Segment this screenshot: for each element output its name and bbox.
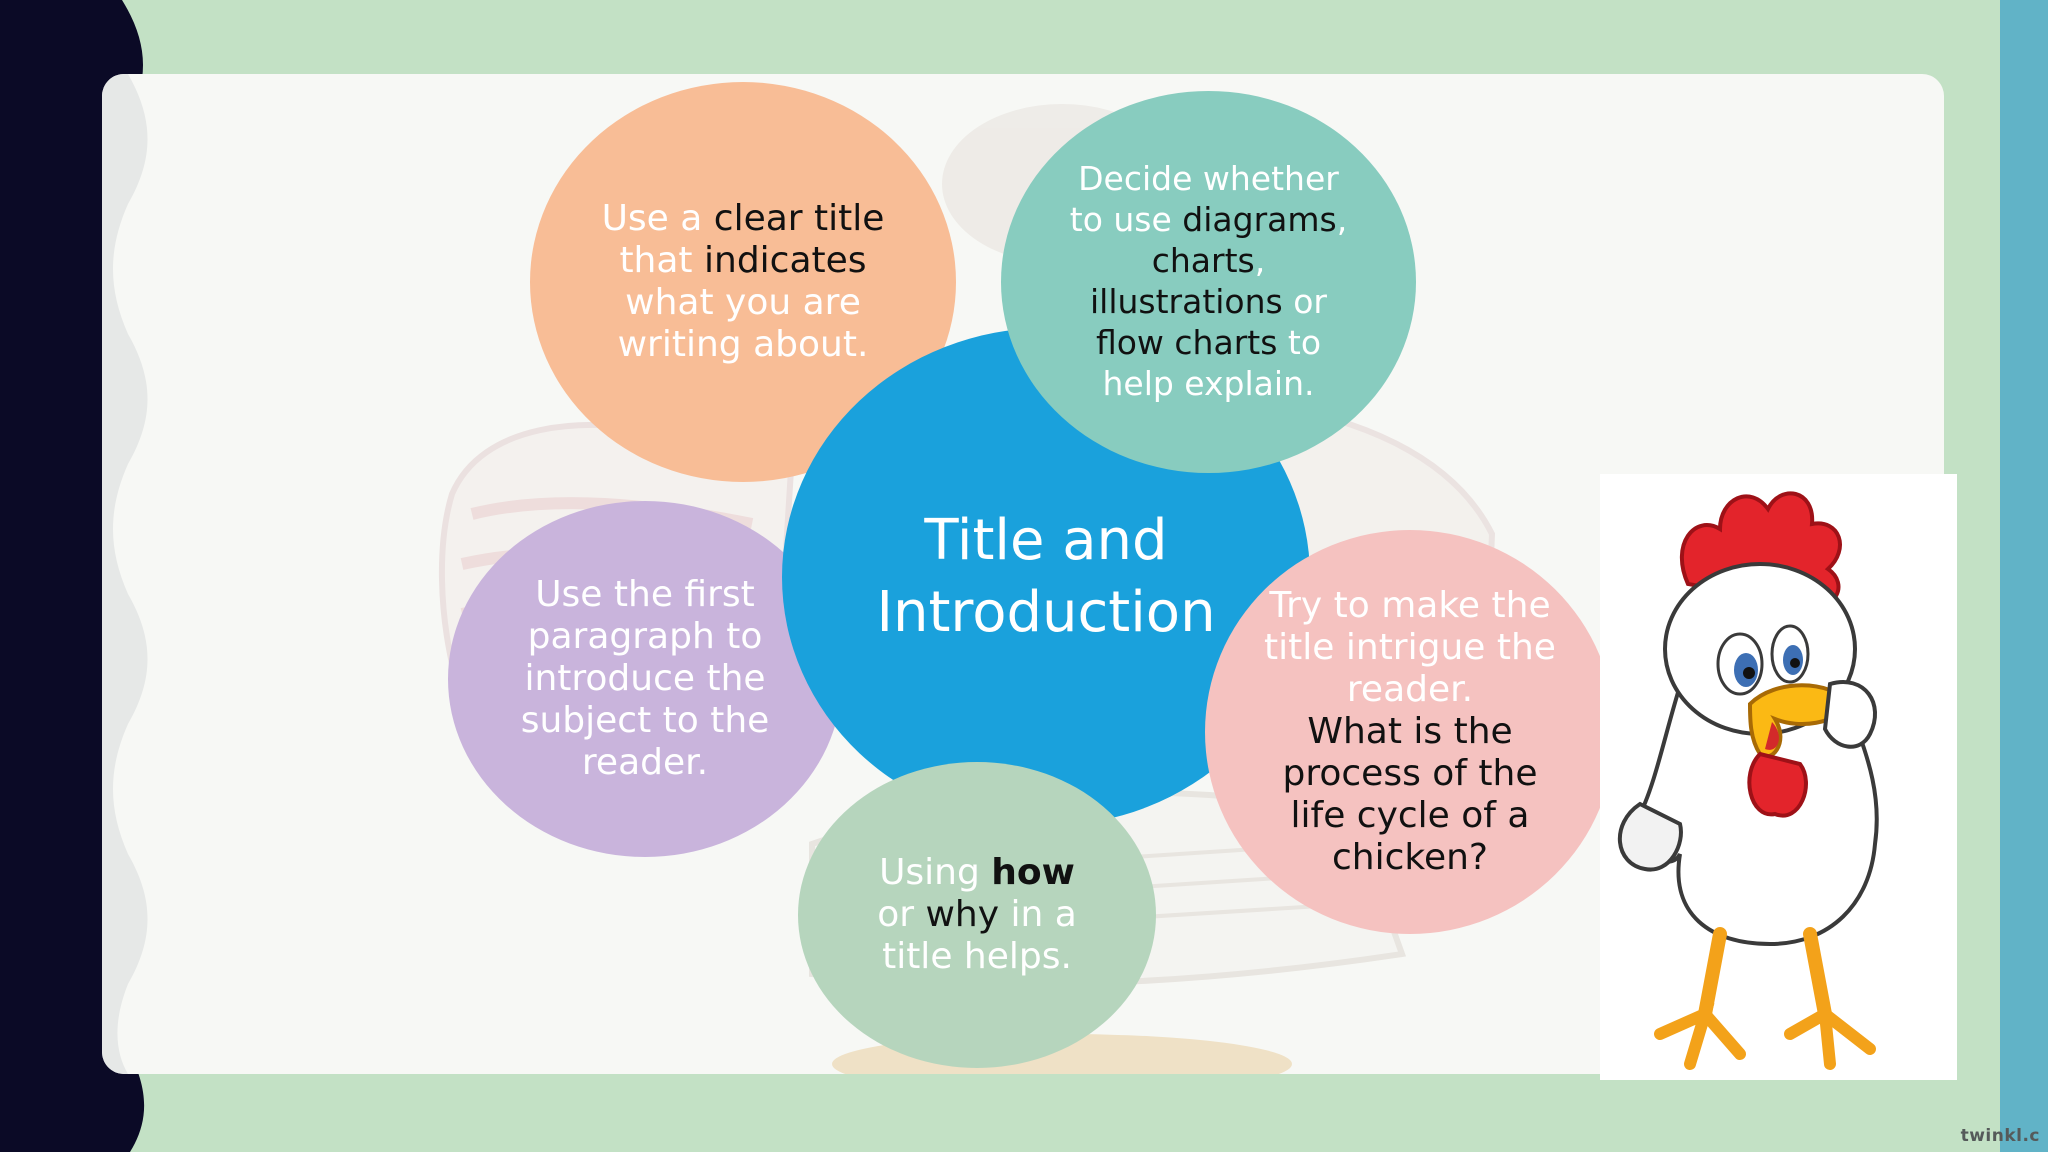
text-fragment: Try to make the [1269,584,1551,626]
text-fragment: process of the [1282,753,1538,795]
text-fragment: reader. [1346,668,1474,710]
first-paragraph-bubble: Use the first paragraph to introduce the… [448,501,842,857]
text-fragment: or [1282,282,1327,321]
text-fragment: clear title [713,197,885,239]
text-fragment: illustrations [1089,282,1283,321]
how-why-bubble: Using how or why in a title helps. [798,762,1156,1068]
text-fragment: introduce the [524,657,766,699]
intrigue-text: Try to make the title intrigue the reade… [1264,585,1556,880]
text-fragment: flow charts [1095,322,1278,362]
chicken-illustration-frame [1600,474,1957,1080]
text-fragment: paragraph to [527,615,763,657]
text-fragment: what you are [625,282,861,323]
diagrams-text: Decide whether to use diagrams, charts, … [1070,159,1347,404]
text-fragment: why [925,893,1000,935]
text-fragment: Use a [601,197,714,239]
text-fragment: help explain. [1102,363,1315,403]
text-fragment: Use the first [535,573,755,615]
text-fragment: title helps. [882,936,1072,978]
center-title: Title and Introduction [876,505,1215,648]
diagrams-bubble: Decide whether to use diagrams, charts, … [1001,91,1416,473]
text-fragment: indicates [704,239,867,281]
how-why-text: Using how or why in a title helps. [877,852,1077,978]
text-fragment: Decide whether [1078,159,1339,199]
text-fragment: reader. [581,742,709,784]
text-fragment: how [991,851,1075,893]
text-fragment: in a [999,893,1077,935]
text-fragment: chicken? [1331,837,1489,879]
text-fragment: or [877,893,926,935]
center-title-line: Title and [924,508,1168,574]
first-paragraph-text: Use the first paragraph to introduce the… [521,574,770,785]
text-fragment: Using [879,851,992,893]
text-fragment: diagrams [1182,200,1337,240]
intrigue-bubble: Try to make the title intrigue the reade… [1205,530,1615,934]
clear-title-text: Use a clear title that indicates what yo… [602,198,885,366]
text-fragment: , [1254,241,1266,281]
text-fragment: What is the [1307,710,1513,752]
right-decorative-band [2000,0,2048,1152]
text-fragment: life cycle of a [1290,795,1530,837]
twinkl-watermark: twinkl.c [1960,1126,2040,1146]
center-title-line: Introduction [876,580,1216,645]
text-fragment: title intrigue the [1264,626,1556,668]
text-fragment: that [619,239,704,281]
text-fragment: to use [1069,200,1183,240]
text-fragment: writing about. [617,324,869,366]
cartoon-chicken-icon [1617,491,1879,1070]
text-fragment: to [1277,322,1322,362]
text-fragment: charts [1151,241,1255,281]
panel-wave-edge [102,74,148,1074]
text-fragment: , [1336,200,1348,240]
text-fragment: subject to the [520,700,770,742]
